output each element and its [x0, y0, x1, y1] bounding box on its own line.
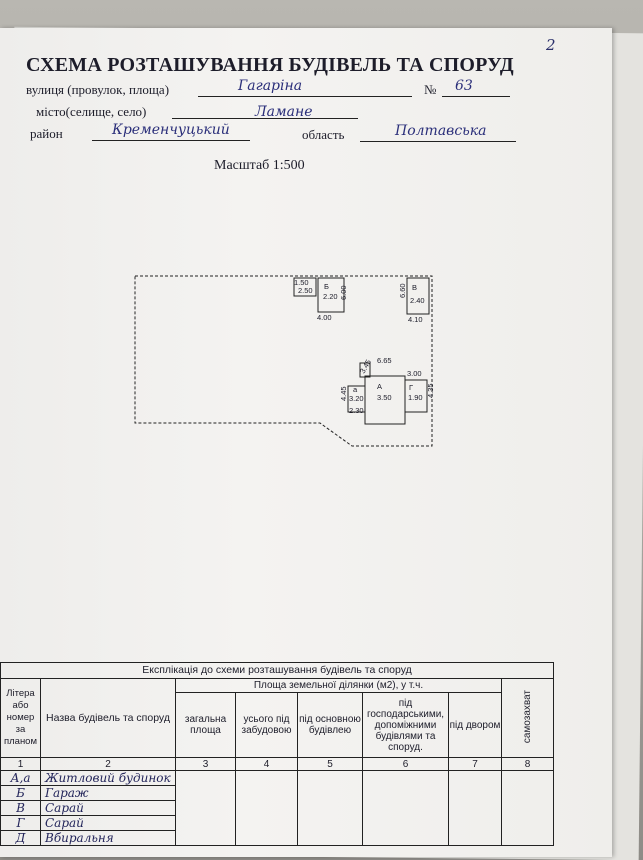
header-area-group: Площа земельної ділянки (м2), у т.ч. — [175, 678, 502, 693]
dim-label: 3.50 — [377, 393, 392, 402]
header-yard: під двором — [448, 692, 502, 758]
building-v — [406, 277, 430, 315]
city-value: Ламане — [255, 104, 313, 120]
cell-empty — [501, 770, 554, 846]
dim-label: 4.45 — [339, 386, 348, 401]
page-number: 2 — [546, 36, 556, 54]
header-main: під основною будівлею — [297, 692, 363, 758]
table-caption: Експлікація до схеми розташування будіве… — [0, 662, 554, 679]
dim-label: 3.00 — [407, 369, 422, 378]
building-letter: А — [377, 382, 382, 391]
dim-label: 3.45 — [358, 358, 373, 375]
row-name: Житловий будинок — [40, 770, 176, 786]
col-num: 8 — [501, 757, 554, 771]
building-b — [317, 277, 345, 313]
header-built: усього під забудовою — [235, 692, 298, 758]
col-num: 4 — [235, 757, 298, 771]
dim-label: 6.00 — [339, 285, 348, 300]
porch — [359, 362, 371, 378]
building-letter: Г — [409, 383, 413, 392]
row-name: Сарай — [40, 815, 176, 831]
cell-empty — [297, 770, 363, 846]
dim-label: 4.00 — [317, 313, 332, 322]
dim-label: 2.40 — [410, 296, 425, 305]
col-num: 2 — [40, 757, 176, 771]
row-litera: Б — [0, 785, 41, 801]
row-name: Вбиральня — [40, 830, 176, 846]
cell-empty — [175, 770, 236, 846]
district-label: район — [30, 126, 63, 141]
dim-label: 1.50 — [294, 278, 309, 287]
explication-table: Експлікація до схеми розташування будіве… — [0, 662, 554, 857]
dim-label: 4.35 — [426, 383, 435, 398]
dim-label: 3.20 — [349, 394, 364, 403]
row-name: Сарай — [40, 800, 176, 816]
table-row: А,а Житловий будинок — [0, 770, 554, 846]
dim-label: 2.30 — [349, 406, 364, 415]
region-underline — [360, 141, 516, 142]
row-name: Гараж — [40, 785, 176, 801]
region-label: область — [302, 127, 345, 142]
document-title: СХЕМА РОЗТАШУВАННЯ БУДІВЕЛЬ ТА СПОРУД — [26, 54, 514, 76]
row-litera: В — [0, 800, 41, 816]
building-letter: а — [353, 385, 358, 394]
building-letter: Б — [324, 282, 329, 291]
dim-label: 6.65 — [377, 356, 392, 365]
site-plan: 1.50 2.50 Б 2.20 6.00 4.00 В 6.60 2.40 4… — [134, 275, 435, 447]
col-num: 3 — [175, 757, 236, 771]
district-value: Кременчуцький — [112, 122, 230, 138]
dim-label: 4.10 — [408, 315, 423, 324]
dim-label: 2.50 — [298, 286, 313, 295]
city-label: місто(селище, село) — [36, 104, 147, 119]
cell-empty — [448, 770, 502, 846]
cell-empty — [235, 770, 298, 846]
region-value: Полтавська — [395, 123, 487, 139]
building-g — [404, 379, 428, 413]
row-litera: А,а — [0, 770, 41, 786]
dim-label: 6.60 — [398, 283, 407, 298]
header-seized-text: самозахват — [522, 689, 533, 744]
dim-label: 1.90 — [408, 393, 423, 402]
col-num: 5 — [297, 757, 363, 771]
city-underline — [172, 118, 358, 119]
header-litera: Літера або номер за планом — [0, 678, 41, 758]
street-underline — [198, 96, 412, 97]
table-row: Г Сарай — [0, 815, 554, 831]
col-num: 1 — [0, 757, 41, 771]
annex-a — [347, 385, 366, 413]
scale-label: Масштаб 1:500 — [214, 158, 305, 173]
cell-empty — [362, 770, 449, 846]
row-litera: Д — [0, 830, 41, 846]
street-value: Гагаріна — [238, 78, 303, 94]
header-aux: під господарськими, допоміжними будівлям… — [362, 692, 449, 758]
number-value: 63 — [455, 78, 473, 94]
dim-label: 2.20 — [323, 292, 338, 301]
building-letter: В — [412, 283, 417, 292]
number-label: № — [424, 82, 437, 97]
number-underline — [442, 96, 510, 97]
header-seized: самозахват — [501, 678, 554, 758]
plot-boundary — [134, 275, 433, 447]
header-name: Назва будівель та споруд — [40, 678, 176, 758]
district-underline — [92, 140, 250, 141]
table-row: Д Вбиральня — [0, 830, 554, 846]
col-num: 7 — [448, 757, 502, 771]
street-label: вулиця (провулок, площа) — [26, 82, 170, 97]
small-building — [293, 277, 317, 297]
row-litera: Г — [0, 815, 41, 831]
col-num: 6 — [362, 757, 449, 771]
header-total: загальна площа — [175, 692, 236, 758]
